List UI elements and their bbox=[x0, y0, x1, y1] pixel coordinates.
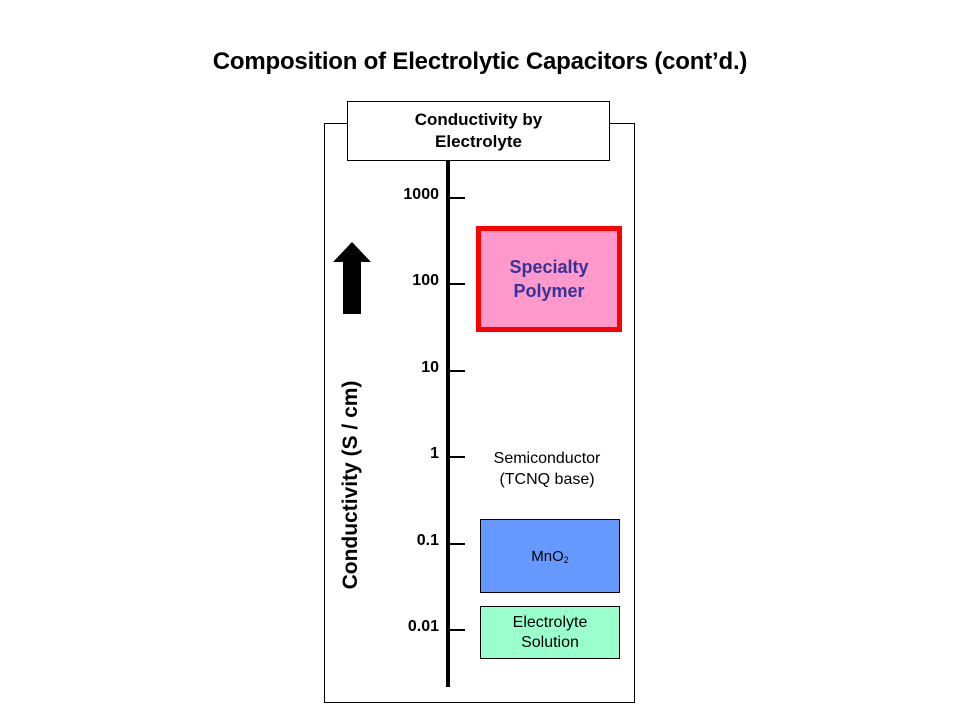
y-tick-label: 100 bbox=[412, 272, 439, 290]
y-tick-0.1 bbox=[449, 542, 465, 545]
y-tick-label: 1000 bbox=[403, 186, 439, 203]
y-tick-label: 10 bbox=[421, 358, 439, 376]
y-tick-100 bbox=[449, 283, 465, 286]
y-tick-1000 bbox=[449, 197, 465, 199]
slide-title: Composition of Electrolytic Capacitors (… bbox=[212, 48, 748, 75]
mno2-label: MnO2 bbox=[531, 548, 569, 565]
y-axis-line bbox=[446, 161, 450, 687]
electrolyte-solution-line-2: Solution bbox=[521, 633, 579, 651]
y-tick-label: 0.1 bbox=[416, 531, 439, 549]
category-specialty-polymer: Specialty Polymer bbox=[476, 226, 622, 332]
y-tick-label: 0.01 bbox=[407, 618, 439, 635]
specialty-polymer-line-1: Specialty bbox=[509, 257, 589, 277]
y-tick-1 bbox=[449, 456, 465, 459]
header-line-1: Conductivity by bbox=[414, 110, 543, 129]
semiconductor-line-2: (TCNQ base) bbox=[499, 471, 595, 488]
y-axis-label: Conductivity (S / cm) bbox=[339, 380, 362, 590]
electrolyte-solution-line-1: Electrolyte bbox=[512, 613, 588, 631]
y-tick-10 bbox=[449, 369, 465, 372]
category-electrolyte-solution: Electrolyte Solution bbox=[480, 606, 620, 659]
mno2-subscript: 2 bbox=[563, 554, 569, 565]
diagram-header-box: Conductivity by Electrolyte bbox=[347, 101, 610, 161]
semiconductor-line-1: Semiconductor bbox=[493, 450, 601, 467]
mno2-base: MnO bbox=[531, 547, 564, 565]
y-tick-label: 1 bbox=[430, 445, 439, 463]
header-line-2: Electrolyte bbox=[435, 132, 522, 151]
y-tick-0.01 bbox=[449, 629, 465, 631]
category-semiconductor: Semiconductor (TCNQ base) bbox=[472, 446, 622, 492]
specialty-polymer-line-2: Polymer bbox=[513, 281, 585, 301]
up-arrow-icon bbox=[333, 242, 371, 314]
category-mno2: MnO2 bbox=[480, 519, 620, 593]
